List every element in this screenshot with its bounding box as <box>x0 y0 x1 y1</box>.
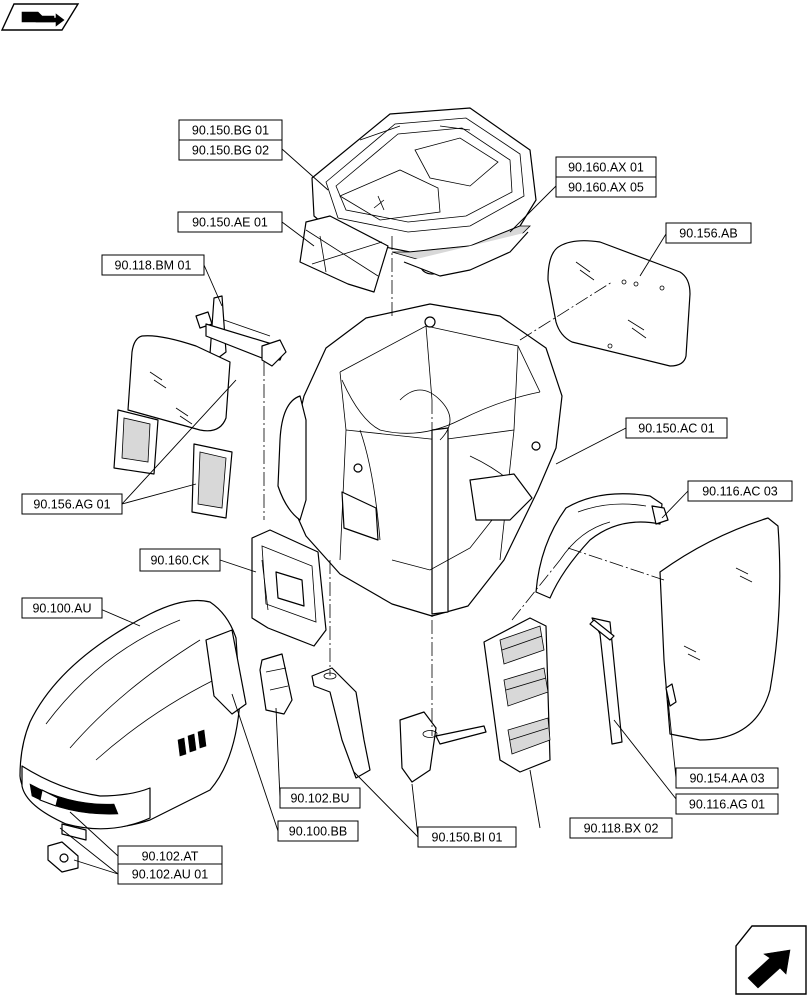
callout-label: 90.102.AT <box>142 850 199 864</box>
callout-90-100-bb: 90.100.BB <box>277 820 359 842</box>
callout-label: 90.150.BG 01 <box>192 124 269 138</box>
right-door-glass <box>659 517 781 741</box>
callout-90-102-bu: 90.102.BU <box>279 787 361 809</box>
rear-bulkhead <box>251 529 327 647</box>
callout-label: 90.116.AG 01 <box>689 798 765 812</box>
callout-90-118-bx-02: 90.118.BX 02 <box>569 817 673 839</box>
mirror-bracket <box>195 295 287 367</box>
mounting-bracket-right <box>399 711 487 783</box>
right-mudguard <box>535 493 669 599</box>
cab-roof <box>311 107 537 277</box>
callout-90-100-au: 90.100.AU <box>21 597 103 619</box>
callout-90-150-ae-01: 90.150.AE 01 <box>177 211 283 233</box>
callout-label: 90.156.AB <box>679 227 737 241</box>
folder-arrow-icon[interactable] <box>0 3 80 31</box>
callout-label: 90.160.AX 05 <box>568 181 644 195</box>
mounting-bracket-left <box>311 667 371 779</box>
callout-label: 90.154.AA 03 <box>689 772 764 786</box>
callout-label: 90.156.AG 01 <box>33 498 110 512</box>
callout-label: 90.150.AC 01 <box>638 422 714 436</box>
callout-90-150-bg-01: 90.150.BG 01 <box>178 119 283 141</box>
hood-bracket <box>259 653 293 715</box>
callout-90-160-ax-05: 90.160.AX 05 <box>555 176 657 198</box>
cab-steps <box>483 617 551 773</box>
engine-hood <box>19 599 247 841</box>
callout-label: 90.102.BU <box>290 792 349 806</box>
assembly-centerlines <box>263 236 665 736</box>
callout-label: 90.100.BB <box>289 825 347 839</box>
callout-90-160-ck: 90.160.CK <box>139 548 221 572</box>
callout-90-154-aa-03: 90.154.AA 03 <box>675 767 779 789</box>
callout-label: 90.150.AE 01 <box>192 216 268 230</box>
callout-label: 90.150.BI 01 <box>432 831 503 845</box>
callout-label: 90.116.AC 03 <box>702 485 778 499</box>
callout-label: 90.160.CK <box>150 554 210 568</box>
hood-latch <box>47 841 79 873</box>
callout-90-156-ag-01: 90.156.AG 01 <box>21 493 123 515</box>
callout-90-102-at: 90.102.AT <box>117 845 223 867</box>
callout-label: 90.150.BG 02 <box>192 144 269 158</box>
callout-90-116-ag-01: 90.116.AG 01 <box>675 793 779 815</box>
next-page-arrow-icon[interactable] <box>735 925 807 995</box>
cab-frame <box>277 303 563 617</box>
callout-label: 90.118.BM 01 <box>115 259 192 273</box>
callout-label: 90.160.AX 01 <box>568 161 644 175</box>
left-glass-panel <box>113 335 233 519</box>
leader-lines <box>59 148 689 875</box>
callout-90-118-bm-01: 90.118.BM 01 <box>101 254 205 276</box>
callout-90-150-ac-01: 90.150.AC 01 <box>625 417 728 439</box>
callout-90-150-bi-01: 90.150.BI 01 <box>417 826 517 848</box>
callout-label: 90.118.BX 02 <box>584 822 659 836</box>
callout-90-116-ac-03: 90.116.AC 03 <box>687 480 793 502</box>
right-side-glass <box>547 240 691 367</box>
callout-90-150-bg-02: 90.150.BG 02 <box>178 139 283 161</box>
callout-label: 90.102.AU 01 <box>132 868 208 882</box>
door-strut <box>589 617 623 745</box>
callout-90-156-ab: 90.156.AB <box>665 222 752 244</box>
callout-label: 90.100.AU <box>32 602 91 616</box>
roof-inner-panel <box>299 215 389 293</box>
callout-90-102-au-01: 90.102.AU 01 <box>117 863 223 885</box>
callout-90-160-ax-01: 90.160.AX 01 <box>555 156 657 178</box>
